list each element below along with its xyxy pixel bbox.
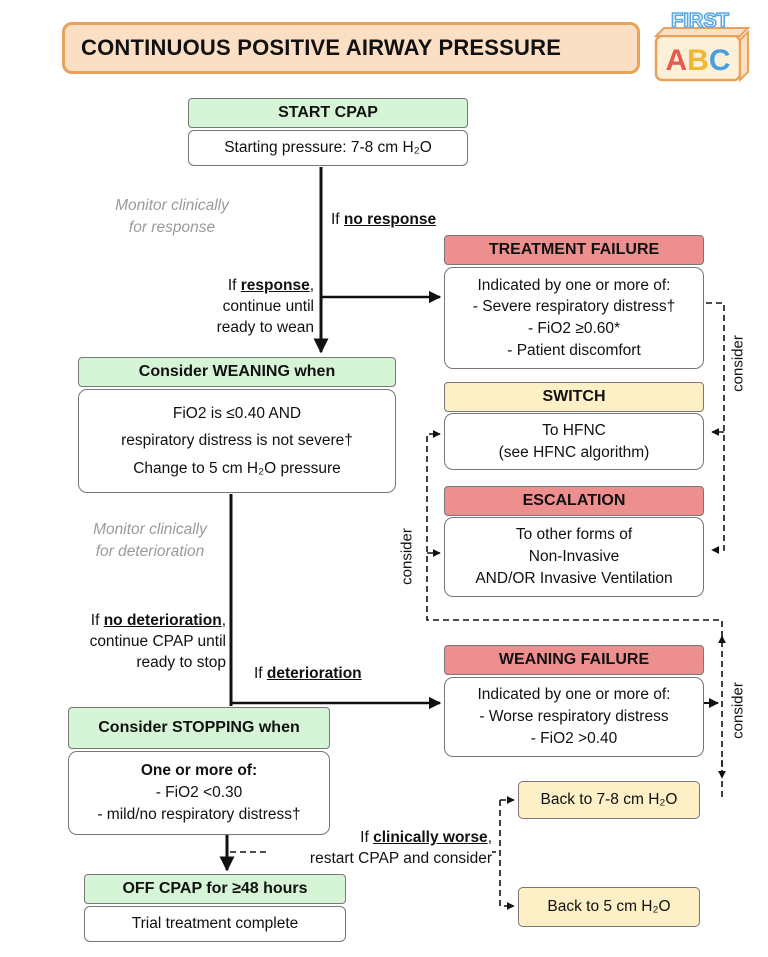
label-prefix: If <box>254 665 267 682</box>
body-line: - FiO2 >0.40 <box>530 729 618 747</box>
body-line: - FiO2 <0.30 <box>155 784 243 802</box>
logo-bottom-text: ABC <box>665 44 730 77</box>
label-line: ready to wean <box>216 318 314 336</box>
back-to-high-pressure: Back to 7-8 cm H₂O <box>518 781 700 819</box>
switch-header: SWITCH <box>444 382 704 412</box>
body-line: - Worse respiratory distress <box>479 708 669 726</box>
first-abc-logo: FIRST ABC <box>653 9 751 83</box>
label-emphasis: response <box>240 277 310 294</box>
body-line: Non-Invasive <box>528 548 620 566</box>
dashed-to-escalation <box>706 302 725 554</box>
start-cpap-title: START CPAP <box>278 104 378 121</box>
title-text: CONTINUOUS POSITIVE AIRWAY PRESSURE <box>81 35 562 60</box>
weaning-header: Consider WEANING when <box>78 357 396 387</box>
label-line: continue until <box>222 297 314 315</box>
label-line: ready to stop <box>136 653 226 671</box>
treatment-failure-title: TREATMENT FAILURE <box>488 241 660 258</box>
body-line: - mild/no respiratory distress† <box>97 805 301 823</box>
escalation-title: ESCALATION <box>522 492 626 509</box>
body-line: - Severe respiratory distress† <box>472 298 676 316</box>
start-cpap-header: START CPAP <box>188 98 468 128</box>
weaning-failure-header: WEANING FAILURE <box>444 645 704 675</box>
off-cpap-header: OFF CPAP for ≥48 hours <box>84 874 346 904</box>
label-emphasis: no deterioration <box>103 612 222 629</box>
body-line: To other forms of <box>515 526 633 544</box>
note-line: for deterioration <box>95 543 205 561</box>
treatment-failure-header: TREATMENT FAILURE <box>444 235 704 265</box>
label-emphasis: no response <box>343 211 437 228</box>
weaning-failure-body: Indicated by one or more of: - Worse res… <box>444 677 704 757</box>
consider-label-bottom-right: consider <box>729 682 747 739</box>
note-line: for response <box>128 219 216 237</box>
monitor-response-note: Monitor clinically for response <box>100 195 244 240</box>
body-line: Change to 5 cm H₂O pressure <box>133 459 341 477</box>
escalation-body: To other forms of Non-Invasive AND/OR In… <box>444 517 704 597</box>
off-cpap-body: Trial treatment complete <box>84 906 346 942</box>
body-line: Indicated by one or more of: <box>477 686 671 704</box>
label-prefix: If <box>227 277 241 294</box>
label-line: restart CPAP and consider <box>309 849 492 867</box>
label-line: continue CPAP until <box>89 632 226 650</box>
label-emphasis: deterioration <box>266 665 362 682</box>
body-line: - Patient discomfort <box>507 341 641 359</box>
body-line: AND/OR Invasive Ventilation <box>475 569 673 587</box>
weaning-title: Consider WEANING when <box>138 363 336 380</box>
label-prefix: If <box>331 211 344 228</box>
dashed-to-back-low <box>499 800 515 910</box>
body-line: Indicated by one or more of: <box>477 276 671 294</box>
off-cpap-text: Trial treatment complete <box>131 915 299 933</box>
body-line: respiratory distress is not severe† <box>121 432 353 450</box>
label-emphasis: clinically worse <box>373 829 488 846</box>
switch-body: To HFNC (see HFNC algorithm) <box>444 413 704 470</box>
back-low-text: Back to 5 cm H₂O <box>547 898 671 915</box>
label-prefix: If <box>90 612 104 629</box>
no-deterioration-label: If no deterioration, continue CPAP until… <box>62 611 226 674</box>
switch-title: SWITCH <box>542 388 606 405</box>
monitor-deterioration-note: Monitor clinically for deterioration <box>72 519 228 564</box>
label-prefix: If <box>360 829 374 846</box>
weaning-body: FiO2 is ≤0.40 AND respiratory distress i… <box>78 389 396 493</box>
back-to-low-pressure: Back to 5 cm H₂O <box>518 887 700 927</box>
page-title: CONTINUOUS POSITIVE AIRWAY PRESSURE <box>62 22 640 74</box>
stopping-title: Consider STOPPING when <box>98 719 300 736</box>
response-label: If response, continue until ready to wea… <box>162 276 314 339</box>
body-line: - FiO2 ≥0.60* <box>527 320 621 337</box>
deterioration-label: If deterioration <box>254 664 362 685</box>
consider-label-top-right: consider <box>729 335 747 392</box>
escalation-header: ESCALATION <box>444 486 704 516</box>
body-line: One or more of: <box>140 762 258 780</box>
off-cpap-title: OFF CPAP for ≥48 hours <box>122 880 308 897</box>
logo-top-text: FIRST <box>671 10 729 32</box>
note-line: Monitor clinically <box>115 197 229 214</box>
stopping-body: One or more of: - FiO2 <0.30 - mild/no r… <box>68 751 330 835</box>
no-response-label: If no response <box>331 210 436 231</box>
consider-label-left: consider <box>398 528 416 585</box>
treatment-failure-body: Indicated by one or more of: - Severe re… <box>444 267 704 369</box>
body-line: (see HFNC algorithm) <box>498 443 650 461</box>
start-cpap-body: Starting pressure: 7-8 cm H₂O <box>188 130 468 166</box>
back-high-text: Back to 7-8 cm H₂O <box>540 791 678 808</box>
weaning-failure-title: WEANING FAILURE <box>498 651 650 668</box>
body-line: FiO2 is ≤0.40 AND <box>172 405 302 423</box>
stopping-header: Consider STOPPING when <box>68 707 330 749</box>
note-line: Monitor clinically <box>93 521 207 538</box>
dashed-consider-loop <box>426 430 723 797</box>
start-pressure-text: Starting pressure: 7-8 cm H₂O <box>224 139 432 157</box>
body-line: To HFNC <box>542 421 606 439</box>
